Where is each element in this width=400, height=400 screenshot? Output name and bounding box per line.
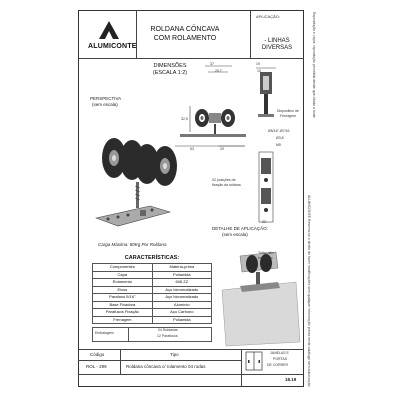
rail-note: Trilho não (258, 251, 274, 255)
product-type: Roldana côncava c/ rolamento 04 rodas (126, 364, 206, 369)
spec-material: Alumínio (151, 300, 213, 309)
product-title-line2: COM ROLAMENTO (153, 35, 217, 42)
packing-line1: 04 Roldanas (158, 328, 178, 332)
footer-col-divider (120, 349, 121, 374)
table-row: Parafuso 5/16" Aço bicromatizado (92, 293, 213, 302)
footer-col-divider-2 (241, 349, 242, 387)
holes-label: 02 posições de (212, 178, 236, 182)
table-row: Frenagem Poliamida (92, 315, 213, 324)
spec-component: Parafusos Fixação (92, 308, 153, 317)
page-frame (78, 10, 304, 387)
category-line1: JANELAS E (270, 351, 289, 355)
specs-header-material: Matéria-prima (151, 263, 213, 272)
page-divider (241, 374, 304, 375)
category-line2: PORTAS (273, 357, 288, 361)
packing-label: Embalagem (95, 331, 114, 335)
spec-component: Rolamento (92, 278, 153, 287)
code-header: Código (90, 352, 105, 357)
page-number: 18.19 (285, 377, 297, 382)
dimension-drawing-side (256, 67, 276, 117)
brand-logo-icon (99, 21, 119, 39)
specs-title: CARACTERÍSTICAS: (124, 255, 180, 261)
packing-divider (128, 327, 129, 342)
application-label: APLICAÇÃO: (256, 14, 281, 19)
dim-37: 37 (210, 62, 214, 66)
application-value-line1: - LINHAS (264, 38, 290, 44)
application-detail-drawing (221, 251, 301, 347)
packing-line2: 12 Parafusos (157, 334, 178, 338)
spec-component: Parafuso 5/16" (92, 293, 153, 302)
dim-32-5: 32,5 (181, 117, 188, 121)
spec-material: Aço bicromatizado (151, 293, 213, 302)
perspective-label: PERSPECTIVA (90, 96, 122, 101)
thread-label: M5 (276, 143, 281, 147)
locking-device-label: Dispositivo de (277, 109, 299, 113)
dim-25-7: 25,7 (215, 69, 222, 73)
type-header: Tipo (170, 352, 179, 357)
max-load-text: Carga Máxima: 80Kg Por Roldana (98, 242, 167, 247)
spec-component: Capa (92, 270, 153, 279)
packing-box (92, 327, 212, 342)
spec-component: Eixos (92, 285, 153, 294)
spec-component: Base Fixadora (92, 300, 153, 309)
dimensions-scale: (ESCALA 1:2) (152, 70, 188, 76)
holes-label-2: fixação da roldana (212, 183, 241, 187)
header-divider-v1 (136, 10, 137, 58)
footer-divider-2 (78, 360, 241, 361)
spec-material: Aço Carbono (151, 308, 213, 317)
dim-10: 10 (257, 69, 261, 73)
perspective-drawing (94, 138, 177, 227)
table-row: Eixos Aço bicromatizado (92, 285, 213, 294)
product-title-line1: ROLDANA CÔNCAVA (150, 26, 220, 33)
brand-name: ALUMICONTE (88, 43, 137, 50)
detail-label: DETALHE DE APLICAÇÃO: (212, 226, 268, 231)
application-value-line2: DIVERSAS (261, 45, 293, 51)
spec-material: Aço bicromatizado (151, 285, 213, 294)
header-divider-v2 (250, 10, 251, 58)
dim-53: 53 (190, 147, 194, 151)
footer-divider (78, 349, 304, 350)
specs-header-component: Componentes (92, 263, 153, 272)
category-line3: DE CORRER (267, 363, 289, 367)
base-plate-side-view (258, 151, 274, 223)
rail-note-2: fornecido (258, 256, 273, 260)
spec-material: Poliamida (151, 315, 213, 324)
dim-22: 22 (262, 220, 266, 224)
side-note-left: Reprodução e cópia: reprodução permitida… (312, 12, 316, 118)
table-row: Base Fixadora Alumínio (92, 300, 213, 309)
diameter-label-1: Ø5/16"-Ø7/16 (268, 129, 290, 133)
table-row: Parafusos Fixação Aço Carbono (92, 308, 213, 317)
specs-table: Componentes Matéria-prima Capa Poliamida… (92, 263, 213, 324)
side-note-right: ALUMICONTE Reserva-se o direito de fazer… (307, 195, 311, 387)
spec-material: 608 ZZ (151, 278, 213, 287)
dimension-drawing-front (175, 65, 246, 147)
product-code: ROL - 299 (86, 364, 107, 369)
dim-29: 29 (220, 147, 224, 151)
header-divider (78, 58, 304, 59)
sliding-window-icon (245, 351, 263, 371)
spec-component: Frenagem (92, 315, 153, 324)
table-row: Rolamento 608 ZZ (92, 278, 213, 287)
footer-divider-3 (78, 374, 241, 375)
dim-19: 19 (256, 62, 260, 66)
diameter-label-2: Ø3,8 (276, 136, 284, 140)
locking-device-label-2: Frenagem (280, 114, 296, 118)
table-row: Capa Poliamida (92, 270, 213, 279)
dimensions-title: DIMENSÕES (153, 63, 187, 69)
specs-header-row: Componentes Matéria-prima (92, 263, 213, 272)
detail-note: (sem escala) (222, 232, 248, 237)
perspective-note: (sem escala) (92, 102, 118, 107)
spec-material: Poliamida (151, 270, 213, 279)
